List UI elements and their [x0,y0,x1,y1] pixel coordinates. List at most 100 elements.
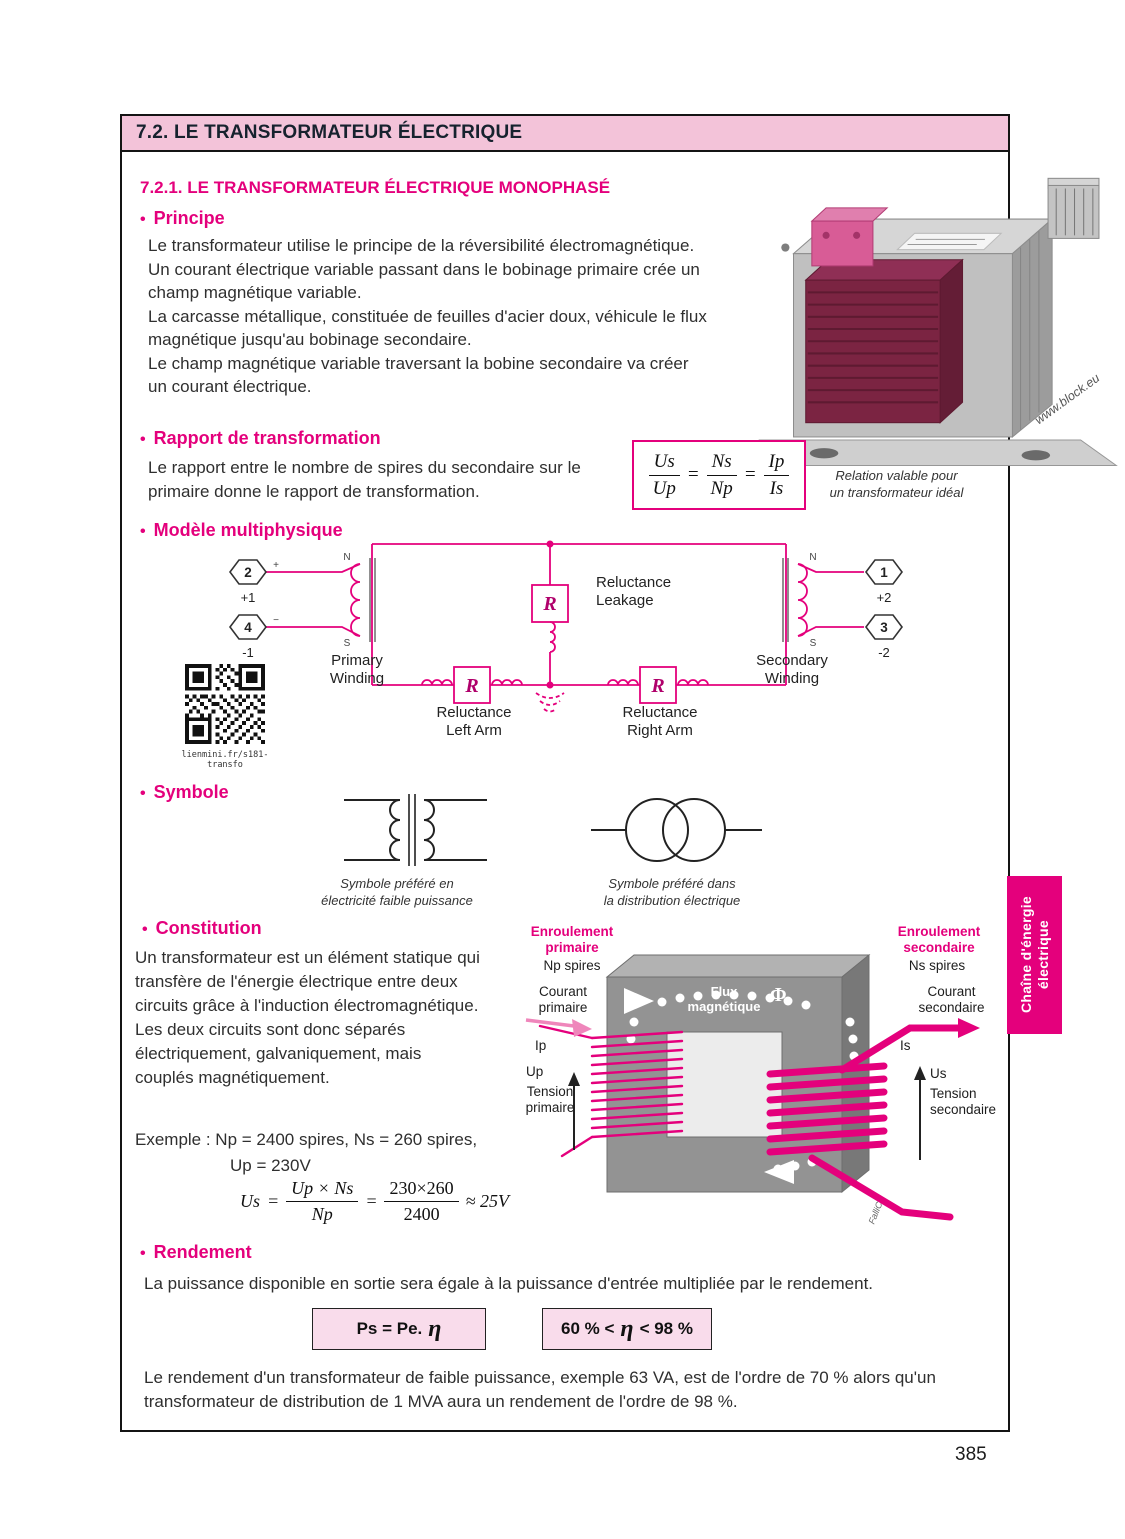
port-4-sign: -1 [242,645,254,660]
courant-secondaire-label: Courant secondaire [918,984,985,1015]
symbole-heading-label: Symbole [153,782,229,802]
result: ≈ 25V [465,1191,510,1211]
rendement-text: La puissance disponible en sortie sera é… [144,1274,874,1293]
enroulement-primaire-label: Enroulement primaire [530,924,614,955]
flux-magnetique-label: Flux magnétique [687,984,761,1014]
secondary-n-mark: N [809,552,816,563]
chapter-side-tab: Chaîne d'énergie électrique [1007,876,1062,1034]
rapport-heading: • Rapport de transformation [140,428,381,449]
us-label: Us [930,1066,947,1081]
primary-winding-label: Primary Winding [329,652,385,687]
np-spires-label: Np spires [543,958,601,973]
reluctance-right-symbol: R [650,675,664,697]
core-diagram [525,953,980,1221]
content-frame: 7.2. LE TRANSFORMATEUR ÉLECTRIQUE 7.2.1.… [120,114,1118,1432]
rapport-heading-label: Rapport de transformation [153,428,381,448]
bullet-icon: • [140,523,146,540]
side-tab-line-2: électrique [1035,920,1051,990]
ns-term: Ns [706,451,737,476]
port-3-number: 3 [880,620,888,635]
equals-sign: = [365,1191,378,1211]
reluctance-left-symbol: R [464,675,478,697]
side-tab-line-1: Chaîne d'énergie [1018,896,1034,1014]
bullet-icon: • [140,211,146,228]
equals-sign: = [267,1191,280,1211]
secondary-s-mark: S [810,638,817,649]
phi-symbol: Φ [770,984,787,1006]
bullet-icon: • [140,431,146,448]
flux-arrow [624,988,654,1014]
rendement-heading-label: Rendement [153,1242,252,1262]
principe-heading: • Principe [140,208,225,229]
paragraph: Le champ magnétique variable traversant … [148,353,689,397]
us-term: Us [648,451,680,476]
ip-label: Ip [535,1038,547,1053]
port-1-hexagon [865,559,903,585]
paragraph: Un courant électrique variable passant d… [148,259,700,303]
port-2-sign: +1 [241,590,256,605]
transformer-illustration [758,177,1118,466]
constitution-text: Un transformateur est un élément statiqu… [135,946,480,1090]
ps-formula-text: Ps = Pe. [356,1319,423,1338]
is-label: Is [900,1038,911,1053]
formula-caption: Relation valable pour un transformateur … [829,468,964,500]
principe-heading-label: Principe [153,208,225,228]
qr-caption: lienmini.fr/s181-transfo [181,750,269,770]
ns-spires-label: Ns spires [908,958,966,973]
transformer-photo: www.block.eu [744,160,1122,496]
ip-term: Ip [763,451,790,476]
ps-formula-box: Ps = Pe. η [312,1308,486,1350]
lhs: Us [240,1191,261,1211]
paragraph: Les deux circuits sont donc séparés élec… [135,1020,422,1087]
enroulement-secondaire-label: Enroulement secondaire [897,924,981,955]
eta-symbol: η [428,1316,442,1342]
symbole-heading: • Symbole [140,782,229,803]
up-term: Up [652,477,676,499]
courant-primaire-label: Courant primaire [538,984,588,1015]
qr-code [185,664,265,744]
denominator: 2400 [403,1204,440,1224]
numerator: 230×260 [384,1178,459,1202]
minus-mark: − [273,615,279,626]
rendement-heading: • Rendement [140,1242,252,1263]
principe-text: Le transformateur utilise le principe de… [148,234,708,399]
reluctance-leakage-symbol: R [542,593,556,615]
chapter-title: 7.2. LE TRANSFORMATEUR ÉLECTRIQUE [136,122,523,143]
reluctance-leakage-label: Reluctance Leakage [596,574,672,609]
noyau-label: Noyau [714,1206,756,1221]
symbol-1-caption: Symbole préféré en électricité faible pu… [321,876,473,908]
chapter-header: 7.2. LE TRANSFORMATEUR ÉLECTRIQUE [122,116,1008,152]
tension-primaire-label: Tension primaire [525,1084,575,1115]
primary-s-mark: S [344,638,351,649]
reluctance-right-arm-label: Reluctance Right Arm [622,704,698,739]
port-4-number: 4 [244,620,252,635]
constitution-heading: • Constitution [142,918,262,939]
secondary-winding-label: Secondary Winding [756,652,828,687]
is-term: Is [769,477,784,499]
exemple-line-1: Exemple : Np = 2400 spires, Ns = 260 spi… [135,1130,478,1149]
range-after: < 98 % [639,1319,693,1338]
port-2-hexagon [229,559,267,585]
bullet-icon: • [142,921,148,938]
circle-symbol-left [625,798,689,862]
port-1-sign: +2 [877,590,892,605]
port-2-number: 2 [244,565,252,580]
tension-secondaire-label: Tension secondaire [930,1086,997,1117]
paragraph: Un transformateur est un élément statiqu… [135,948,480,1015]
eta-range-box: 60 % < η < 98 % [542,1308,712,1350]
range-before: 60 % < [561,1319,615,1338]
circle-symbol-right [662,798,726,862]
coil-symbol-right [423,799,435,861]
numerator: Up × Ns [286,1178,359,1202]
page-number: 385 [955,1444,987,1465]
eta-symbol: η [620,1316,634,1342]
port-1-number: 1 [880,565,888,580]
bullet-icon: • [140,785,146,802]
symbol-2-caption: Symbole préféré dans la distribution éle… [603,876,741,908]
port-3-hexagon [865,614,903,640]
modele-heading: • Modèle multiphysique [140,520,343,541]
noyau-arrow [764,1160,794,1184]
